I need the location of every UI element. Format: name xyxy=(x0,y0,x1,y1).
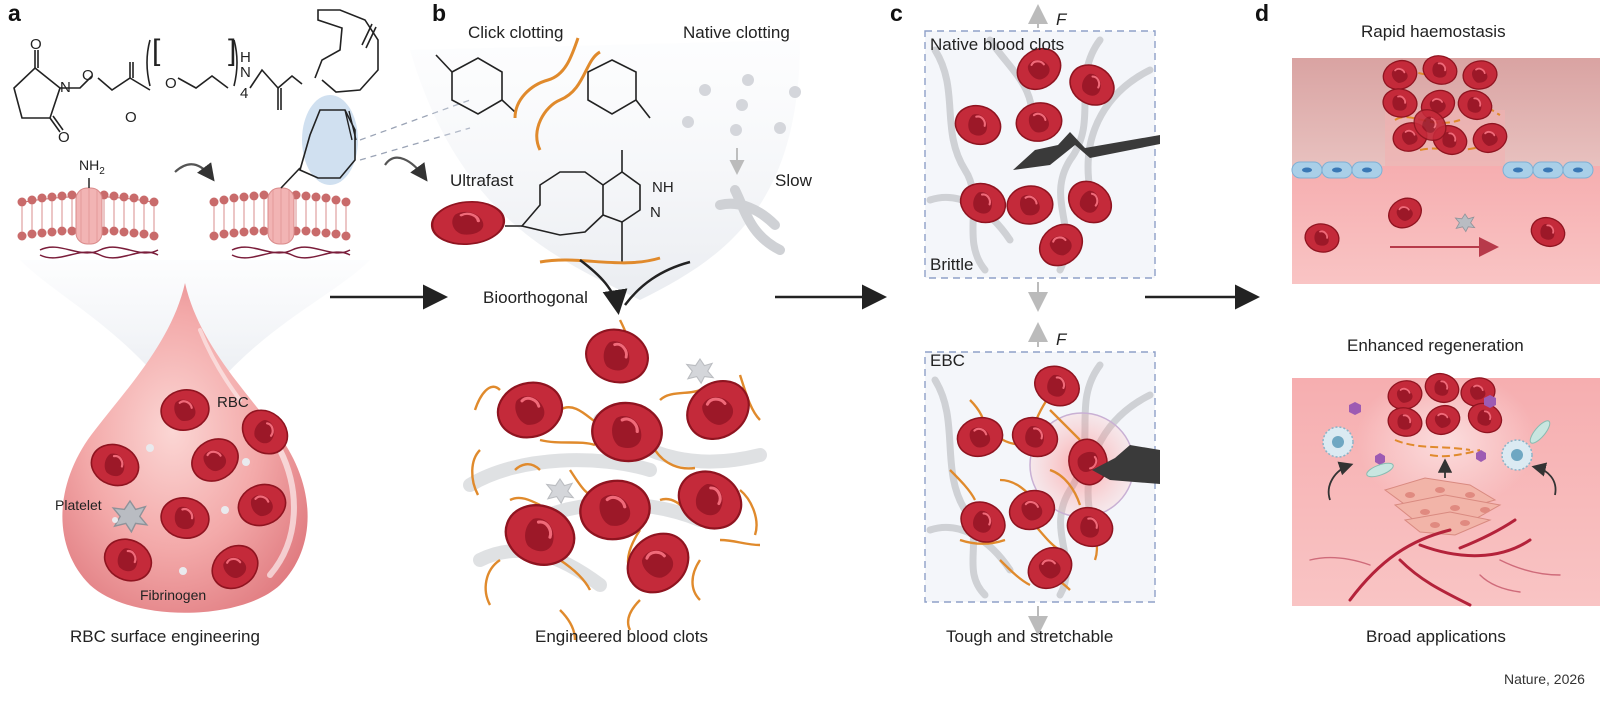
chem-label-o: O xyxy=(165,75,177,92)
native-clotting-label: Native clotting xyxy=(683,23,790,42)
engineered-clot xyxy=(463,319,767,641)
chem-label-n: N xyxy=(60,79,71,96)
chem-subscript-4: 4 xyxy=(240,85,249,102)
panel-d-artwork xyxy=(1291,51,1600,607)
regeneration-clot xyxy=(1384,368,1508,458)
membrane-right xyxy=(209,187,351,259)
panel-label-d: d xyxy=(1255,0,1270,26)
blood-vessels xyxy=(1348,518,1532,607)
haemostasis-plug xyxy=(1378,51,1512,160)
rapid-haemostasis-label: Rapid haemostasis xyxy=(1361,22,1506,41)
caption-c: Tough and stretchable xyxy=(946,627,1114,646)
chem-label-n: N xyxy=(240,64,251,81)
caption-a: RBC surface engineering xyxy=(70,627,260,646)
caption-b: Engineered blood clots xyxy=(535,627,708,646)
caption-d: Broad applications xyxy=(1366,627,1506,646)
fibrinogen-dots xyxy=(112,444,250,575)
chem-label-n: N xyxy=(650,204,661,221)
platelet-label: Platelet xyxy=(55,497,102,513)
fibroblast-sheet xyxy=(1383,477,1502,536)
ebc-label: EBC xyxy=(930,351,965,370)
chem-label-h: H xyxy=(240,49,251,66)
ultrafast-label: Ultrafast xyxy=(450,171,514,190)
bioorthogonal-label: Bioorthogonal xyxy=(483,288,588,307)
membrane-left xyxy=(17,178,159,259)
amine-label: NH2 xyxy=(79,157,105,177)
force-label-bottom: F xyxy=(1056,330,1067,349)
rbc-label: RBC xyxy=(217,394,249,411)
blood-drop xyxy=(62,283,308,613)
click-clotting-label: Click clotting xyxy=(468,23,564,42)
crack-ebc xyxy=(1092,445,1160,484)
slow-label: Slow xyxy=(775,171,812,190)
panel-label-b: b xyxy=(432,0,447,26)
bracket-left: [ xyxy=(152,34,161,67)
nhs-peg-tco-structure xyxy=(13,9,379,133)
endothelium-left xyxy=(1291,161,1383,179)
chem-label-o: O xyxy=(125,109,137,126)
panel-b-artwork xyxy=(410,37,801,641)
chem-label-o: O xyxy=(58,129,70,146)
bracket-right: ] xyxy=(228,34,237,67)
journal-credit: Nature, 2026 xyxy=(1504,671,1585,687)
panel-c-artwork xyxy=(924,4,1160,636)
panel-label-a: a xyxy=(8,0,21,26)
panel-a-artwork xyxy=(13,9,379,613)
crack-native xyxy=(1013,132,1160,170)
brittle-label: Brittle xyxy=(930,255,974,274)
fibrinogen-label: Fibrinogen xyxy=(140,587,207,603)
tetrazine-right xyxy=(587,59,651,119)
native-blood-clots-label: Native blood clots xyxy=(930,35,1065,54)
chem-label-o: O xyxy=(82,67,94,84)
native-fibrinogen-dots xyxy=(682,74,801,136)
enhanced-regeneration-label: Enhanced regeneration xyxy=(1347,336,1524,355)
panel-label-c: c xyxy=(890,0,903,26)
chem-label-nh: NH xyxy=(652,179,674,196)
force-label-top: F xyxy=(1056,10,1067,29)
chem-label-o: O xyxy=(30,36,42,53)
dihydropyridazine-product xyxy=(505,150,641,262)
endothelium-right xyxy=(1502,161,1594,179)
tetrazine-left xyxy=(435,54,516,115)
